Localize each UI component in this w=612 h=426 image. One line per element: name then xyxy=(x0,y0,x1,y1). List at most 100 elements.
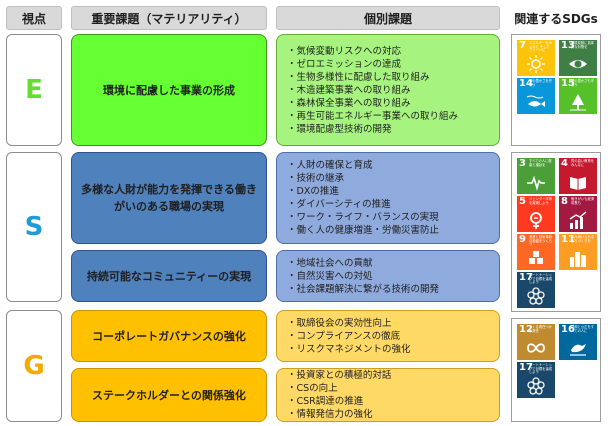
issue-item: 情報発信力の強化 xyxy=(287,408,391,421)
header-materiality-label: 重要課題（マテリアリティ） xyxy=(91,11,247,26)
issue-item: 自然災害への対処 xyxy=(287,270,439,283)
issues-environment-list: 気候変動リスクへの対応ゼロエミッションの達成生物多様性に配慮した取り組み木造建築… xyxy=(287,45,459,136)
issue-item: ダイバーシティの推進 xyxy=(287,198,439,211)
sdg-goal-title: つくる責任つかう責任 xyxy=(529,325,553,333)
sdg-goal-number: 17 xyxy=(519,272,533,283)
sdg-goal-number: 16 xyxy=(561,324,575,335)
header-issues: 個別課題 xyxy=(276,6,500,30)
sdg-goal-title: パートナーシップで目標を達成しよう xyxy=(529,363,553,375)
issue-item: リスクマネジメントの強化 xyxy=(287,343,411,356)
book-icon xyxy=(570,177,586,190)
sdg-goal-number: 4 xyxy=(561,158,568,169)
sdg-goal-title: 住み続けられるまちづくりを xyxy=(571,235,595,243)
header-viewpoint: 視点 xyxy=(6,6,62,30)
issues-stakeholder: 投資家との積極的対話CSの向上CSR調達の推進情報発信力の強化 xyxy=(276,368,500,422)
sdg-goal-number: 14 xyxy=(519,78,533,89)
sdg-goal-title: 産業と技術革新の基盤をつくろう xyxy=(529,235,553,247)
sdg-goal-number: 9 xyxy=(519,234,526,245)
issues-community-list: 地域社会への貢献自然災害への対処社会課題解決に繋がる技術の開発 xyxy=(287,257,440,296)
infinity-icon xyxy=(527,343,545,353)
sdg-goal-number: 13 xyxy=(561,40,575,51)
issues-governance-list: 取締役会の実効性向上コンプライアンスの徹底リスクマネジメントの強化 xyxy=(287,317,411,356)
sdg-goal-number: 12 xyxy=(519,324,533,335)
sun-icon xyxy=(527,55,545,73)
sdg-goal-title: ジェンダー平等を実現しよう xyxy=(529,197,553,205)
materiality-community: 持続可能なコミュニティーの実現 xyxy=(71,250,267,302)
dove-icon xyxy=(570,344,586,356)
header-sdgs: 関連するSDGs xyxy=(511,6,601,30)
sdg-goal-title: パートナーシップで目標を達成しよう xyxy=(529,273,553,285)
materiality-community-label: 持続可能なコミュニティーの実現 xyxy=(86,269,252,283)
issue-item: 地域社会への貢献 xyxy=(287,257,439,270)
issue-item: 森林保全事業への取り組み xyxy=(287,97,458,110)
eye-icon xyxy=(569,60,587,68)
materiality-stakeholder-label: ステークホルダーとの関係強化 xyxy=(92,388,246,402)
heartbeat-icon xyxy=(527,175,545,191)
materiality-diverse-workplace: 多様な人財が能力を発揮できる働きがいのある職場の実現 xyxy=(71,152,267,244)
sdg-goal-title: 海の豊かさを守ろう xyxy=(529,79,553,87)
sdg-goal-title: エネルギーをみんなに そしてクリーンに xyxy=(529,41,553,53)
viewpoint-s: S xyxy=(6,152,62,302)
issue-item: DXの推進 xyxy=(287,185,439,198)
viewpoint-s-letter: S xyxy=(24,212,44,242)
viewpoint-e-letter: E xyxy=(25,75,43,105)
materiality-diverse-workplace-label: 多様な人財が能力を発揮できる働きがいのある職場の実現 xyxy=(81,183,257,213)
issues-stakeholder-list: 投資家との積極的対話CSの向上CSR調達の推進情報発信力の強化 xyxy=(287,369,392,421)
issue-item: 人財の確保と育成 xyxy=(287,159,439,172)
sdg-goal-title: 質の高い教育をみんなに xyxy=(571,159,595,167)
header-viewpoint-label: 視点 xyxy=(21,11,46,26)
issue-item: 気候変動リスクへの対応 xyxy=(287,45,458,58)
issue-item: 働く人の健康増進・労働災害防止 xyxy=(287,224,440,237)
sdg-goal-title: 働きがいも経済成長も xyxy=(571,197,595,205)
viewpoint-g: G xyxy=(6,310,62,422)
sdg-goal-title: すべての人に健康と福祉を xyxy=(529,159,552,167)
issues-diverse-workplace-list: 人財の確保と育成技術の継承DXの推進ダイバーシティの推進ワーク・ライフ・バランス… xyxy=(287,159,440,237)
viewpoint-g-letter: G xyxy=(23,351,45,381)
header-sdgs-label: 関連するSDGs xyxy=(514,11,598,26)
issue-item: 社会課題解決に繋がる技術の開発 xyxy=(287,283,440,296)
issue-item: 再生可能エネルギー事業への取り組み xyxy=(287,110,459,123)
issues-community: 地域社会への貢献自然災害への対処社会課題解決に繋がる技術の開発 xyxy=(276,250,500,302)
issue-item: 取締役会の実効性向上 xyxy=(287,317,411,330)
materiality-environment: 環境に配慮した事業の形成 xyxy=(71,34,267,146)
rings-icon xyxy=(527,287,545,305)
issue-item: 生物多様性に配慮した取り組み xyxy=(287,71,458,84)
cubes-icon xyxy=(529,251,543,264)
issue-item: CSの向上 xyxy=(287,382,391,395)
growth-chart-icon xyxy=(569,211,587,229)
issues-environment: 気候変動リスクへの対応ゼロエミッションの達成生物多様性に配慮した取り組み木造建築… xyxy=(276,34,500,146)
header-issues-label: 個別課題 xyxy=(363,11,412,26)
issues-governance: 取締役会の実効性向上コンプライアンスの徹底リスクマネジメントの強化 xyxy=(276,310,500,362)
sdg-goal-number: 11 xyxy=(561,234,575,245)
sdg-goal-number: 8 xyxy=(561,196,568,207)
issue-item: 技術の継承 xyxy=(287,172,439,185)
issue-item: コンプライアンスの徹底 xyxy=(287,330,411,343)
materiality-environment-label: 環境に配慮した事業の形成 xyxy=(103,83,235,97)
sdg-goal-number: 15 xyxy=(561,78,575,89)
materiality-governance: コーポレートガバナンスの強化 xyxy=(71,310,267,362)
gender-icon xyxy=(530,212,542,229)
issues-diverse-workplace: 人財の確保と育成技術の継承DXの推進ダイバーシティの推進ワーク・ライフ・バランス… xyxy=(276,152,500,244)
sdg-goal-number: 7 xyxy=(519,40,526,51)
sdg-goal-number: 17 xyxy=(519,362,533,373)
issue-item: ワーク・ライフ・バランスの実現 xyxy=(287,211,439,224)
issue-item: 木造建築事業への取り組み xyxy=(287,84,458,97)
materiality-stakeholder: ステークホルダーとの関係強化 xyxy=(71,368,267,422)
materiality-governance-label: コーポレートガバナンスの強化 xyxy=(92,329,246,343)
viewpoint-e: E xyxy=(6,34,62,146)
